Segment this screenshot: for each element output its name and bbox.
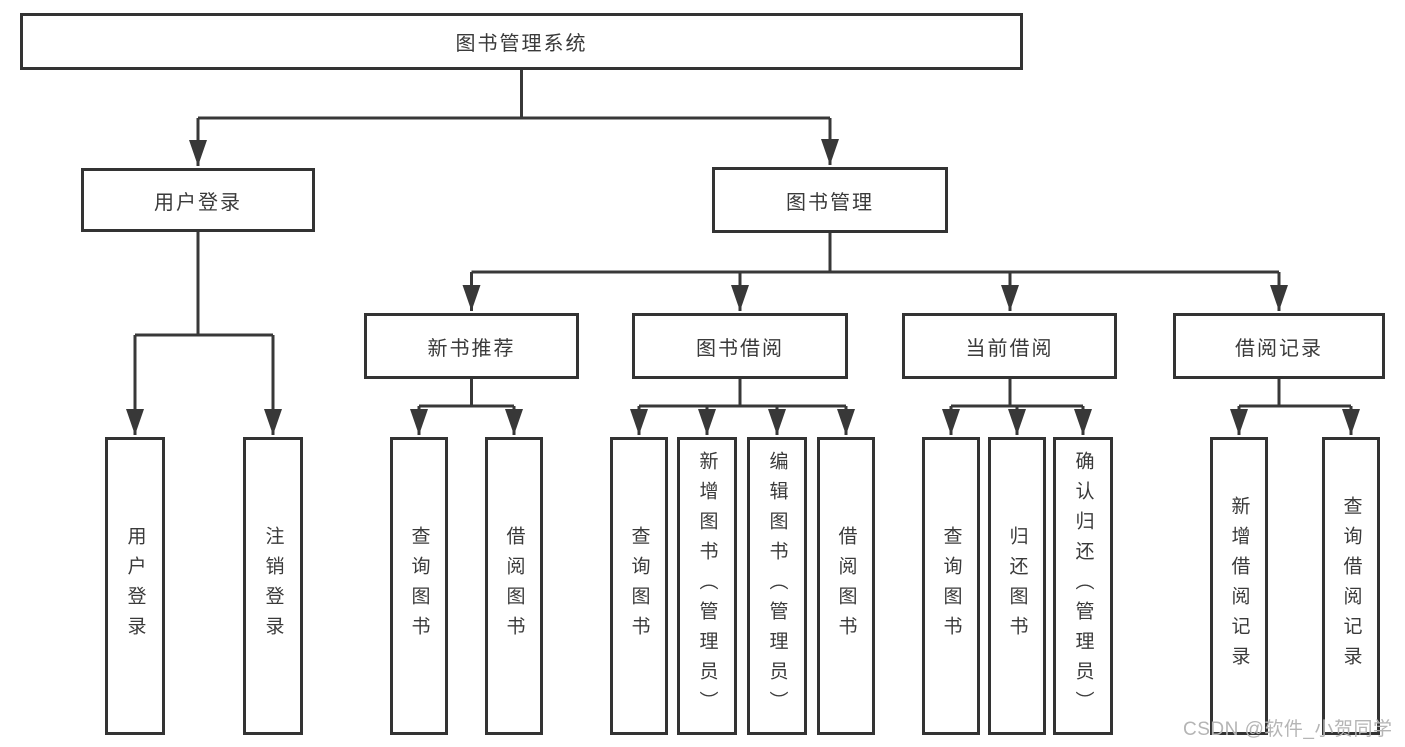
node-br-add-record: 新增借阅记录 xyxy=(1210,437,1268,735)
watermark: CSDN @软件_小贺同学 xyxy=(1183,719,1393,740)
node-label: 归还图书 xyxy=(1006,526,1028,646)
edge-records-elbow xyxy=(1239,379,1351,408)
node-rec-query-books: 查询图书 xyxy=(390,437,448,735)
node-user-login: 用户登录 xyxy=(81,168,315,232)
node-label: 确认归还（管理员） xyxy=(1072,451,1094,721)
node-bb-add-books-admin: 新增图书（管理员） xyxy=(677,437,737,735)
node-bb-borrow-books: 借阅图书 xyxy=(817,437,875,735)
node-label: 查询图书 xyxy=(628,526,650,646)
edge-user-login-elbow xyxy=(135,232,273,337)
node-library-management-system: 图书管理系统 xyxy=(20,13,1023,70)
node-logout-leaf: 注销登录 xyxy=(243,437,303,735)
edge-borrowing-elbow xyxy=(639,379,846,408)
node-book-borrowing: 图书借阅 xyxy=(632,313,848,379)
node-label: 用户登录 xyxy=(154,191,242,214)
node-new-book-recommendation: 新书推荐 xyxy=(364,313,579,379)
node-cb-return-books: 归还图书 xyxy=(988,437,1046,735)
node-label: 查询图书 xyxy=(408,526,430,646)
node-rec-borrow-books: 借阅图书 xyxy=(485,437,543,735)
edge-root-elbow xyxy=(198,70,830,120)
node-label: 借阅图书 xyxy=(835,526,857,646)
node-user-login-leaf: 用户登录 xyxy=(105,437,165,735)
node-cb-query-books: 查询图书 xyxy=(922,437,980,735)
node-label: 查询图书 xyxy=(940,526,962,646)
node-book-management: 图书管理 xyxy=(712,167,948,233)
node-label: 图书借阅 xyxy=(696,337,784,360)
node-bb-query-books: 查询图书 xyxy=(610,437,668,735)
node-current-borrowing: 当前借阅 xyxy=(902,313,1117,379)
node-br-query-record: 查询借阅记录 xyxy=(1322,437,1380,735)
node-label: 用户登录 xyxy=(124,526,146,646)
node-label: 编辑图书（管理员） xyxy=(766,451,788,721)
node-label: 新增借阅记录 xyxy=(1228,496,1250,676)
node-label: 借阅记录 xyxy=(1235,337,1323,360)
node-label: 图书管理系统 xyxy=(455,33,588,55)
node-cb-confirm-return-admin: 确认归还（管理员） xyxy=(1053,437,1113,735)
edge-current-elbow xyxy=(951,379,1083,408)
node-bb-edit-books-admin: 编辑图书（管理员） xyxy=(747,437,807,735)
edge-recommendation-elbow xyxy=(419,379,514,408)
node-label: 新增图书（管理员） xyxy=(696,451,718,721)
node-label: 借阅图书 xyxy=(503,526,525,646)
node-label: 查询借阅记录 xyxy=(1340,496,1362,676)
edge-book-management-elbow xyxy=(471,233,1279,274)
node-label: 当前借阅 xyxy=(965,337,1054,360)
node-label: 注销登录 xyxy=(262,526,284,646)
node-label: 新书推荐 xyxy=(427,337,516,360)
node-borrowing-records: 借阅记录 xyxy=(1173,313,1385,379)
node-label: 图书管理 xyxy=(786,191,874,214)
